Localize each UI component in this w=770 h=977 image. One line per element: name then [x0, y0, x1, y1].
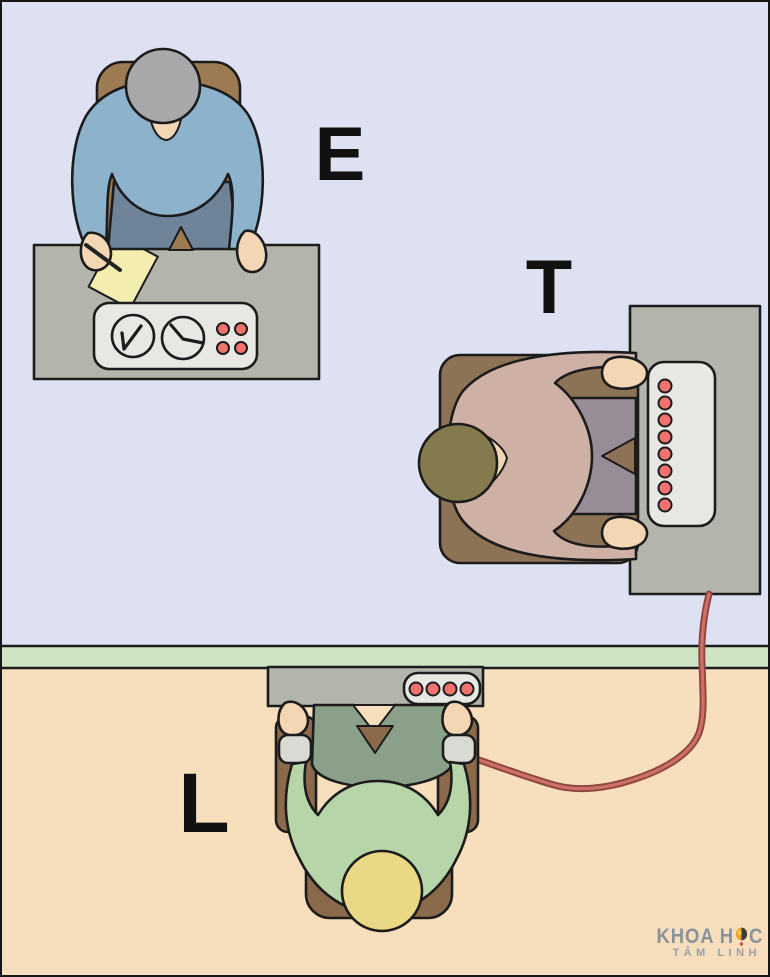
left-wrist-strap [277, 733, 313, 765]
red-shock-button-icon [459, 681, 475, 697]
red-shock-button-icon [657, 412, 673, 428]
learner-left-hand [277, 700, 310, 737]
dividing-wall [2, 644, 768, 670]
red-shock-button-icon [216, 341, 230, 355]
red-shock-button-icon [657, 429, 673, 445]
shock-wire [466, 590, 713, 793]
watermark-tagline: TÂM LINH [672, 947, 761, 959]
watermark-brand-prefix: KHOA H [656, 925, 734, 948]
red-shock-button-icon [657, 497, 673, 513]
clock-hands [169, 323, 205, 345]
label-learner: L [178, 756, 229, 850]
experimenter-head [124, 47, 202, 125]
answer-buttons [408, 681, 475, 697]
watermark: KHOA H C TÂM LINH [642, 926, 763, 960]
right-wrist-strap [441, 733, 477, 765]
experimenter-figure [32, 47, 321, 381]
label-experimenter: E [315, 112, 366, 197]
chair-seat-notch [168, 226, 194, 251]
red-shock-button-icon [657, 463, 673, 479]
teacher-figure [417, 304, 762, 596]
pencil [84, 243, 122, 272]
sun-yinyang-logo-icon [735, 927, 748, 947]
learner-shirt [284, 760, 472, 915]
red-shock-button-icon [442, 681, 458, 697]
learner-figure [266, 665, 485, 933]
label-teacher: T [526, 245, 572, 330]
red-shock-button-icon [425, 681, 441, 697]
gauge-needle [120, 324, 143, 351]
chair-seat-notch [601, 437, 636, 475]
learner-head [340, 849, 424, 933]
shock-machine-buttons [657, 378, 673, 513]
teacher-head [417, 422, 499, 504]
vest-collar-notch [352, 704, 396, 733]
red-shock-button-icon [657, 446, 673, 462]
watermark-brand-suffix: C [748, 925, 763, 948]
teacher-lower-hand [600, 515, 649, 551]
red-shock-button-icon [408, 681, 424, 697]
red-shock-button-icon [657, 378, 673, 394]
red-shock-button-icon [234, 341, 248, 355]
red-shock-button-icon [216, 322, 230, 336]
red-shock-button-icon [657, 395, 673, 411]
red-shock-button-icon [657, 480, 673, 496]
learner-right-hand [441, 700, 474, 737]
watermark-brand: KHOA H C [656, 926, 763, 947]
chair-back-notch [356, 725, 394, 754]
red-shock-button-icon [234, 322, 248, 336]
teacher-upper-hand [600, 355, 649, 391]
experimenter-shirt [70, 77, 265, 251]
panel-indicator-buttons [216, 322, 248, 355]
wire-core [468, 592, 711, 791]
experimenter-right-hand [235, 229, 268, 274]
